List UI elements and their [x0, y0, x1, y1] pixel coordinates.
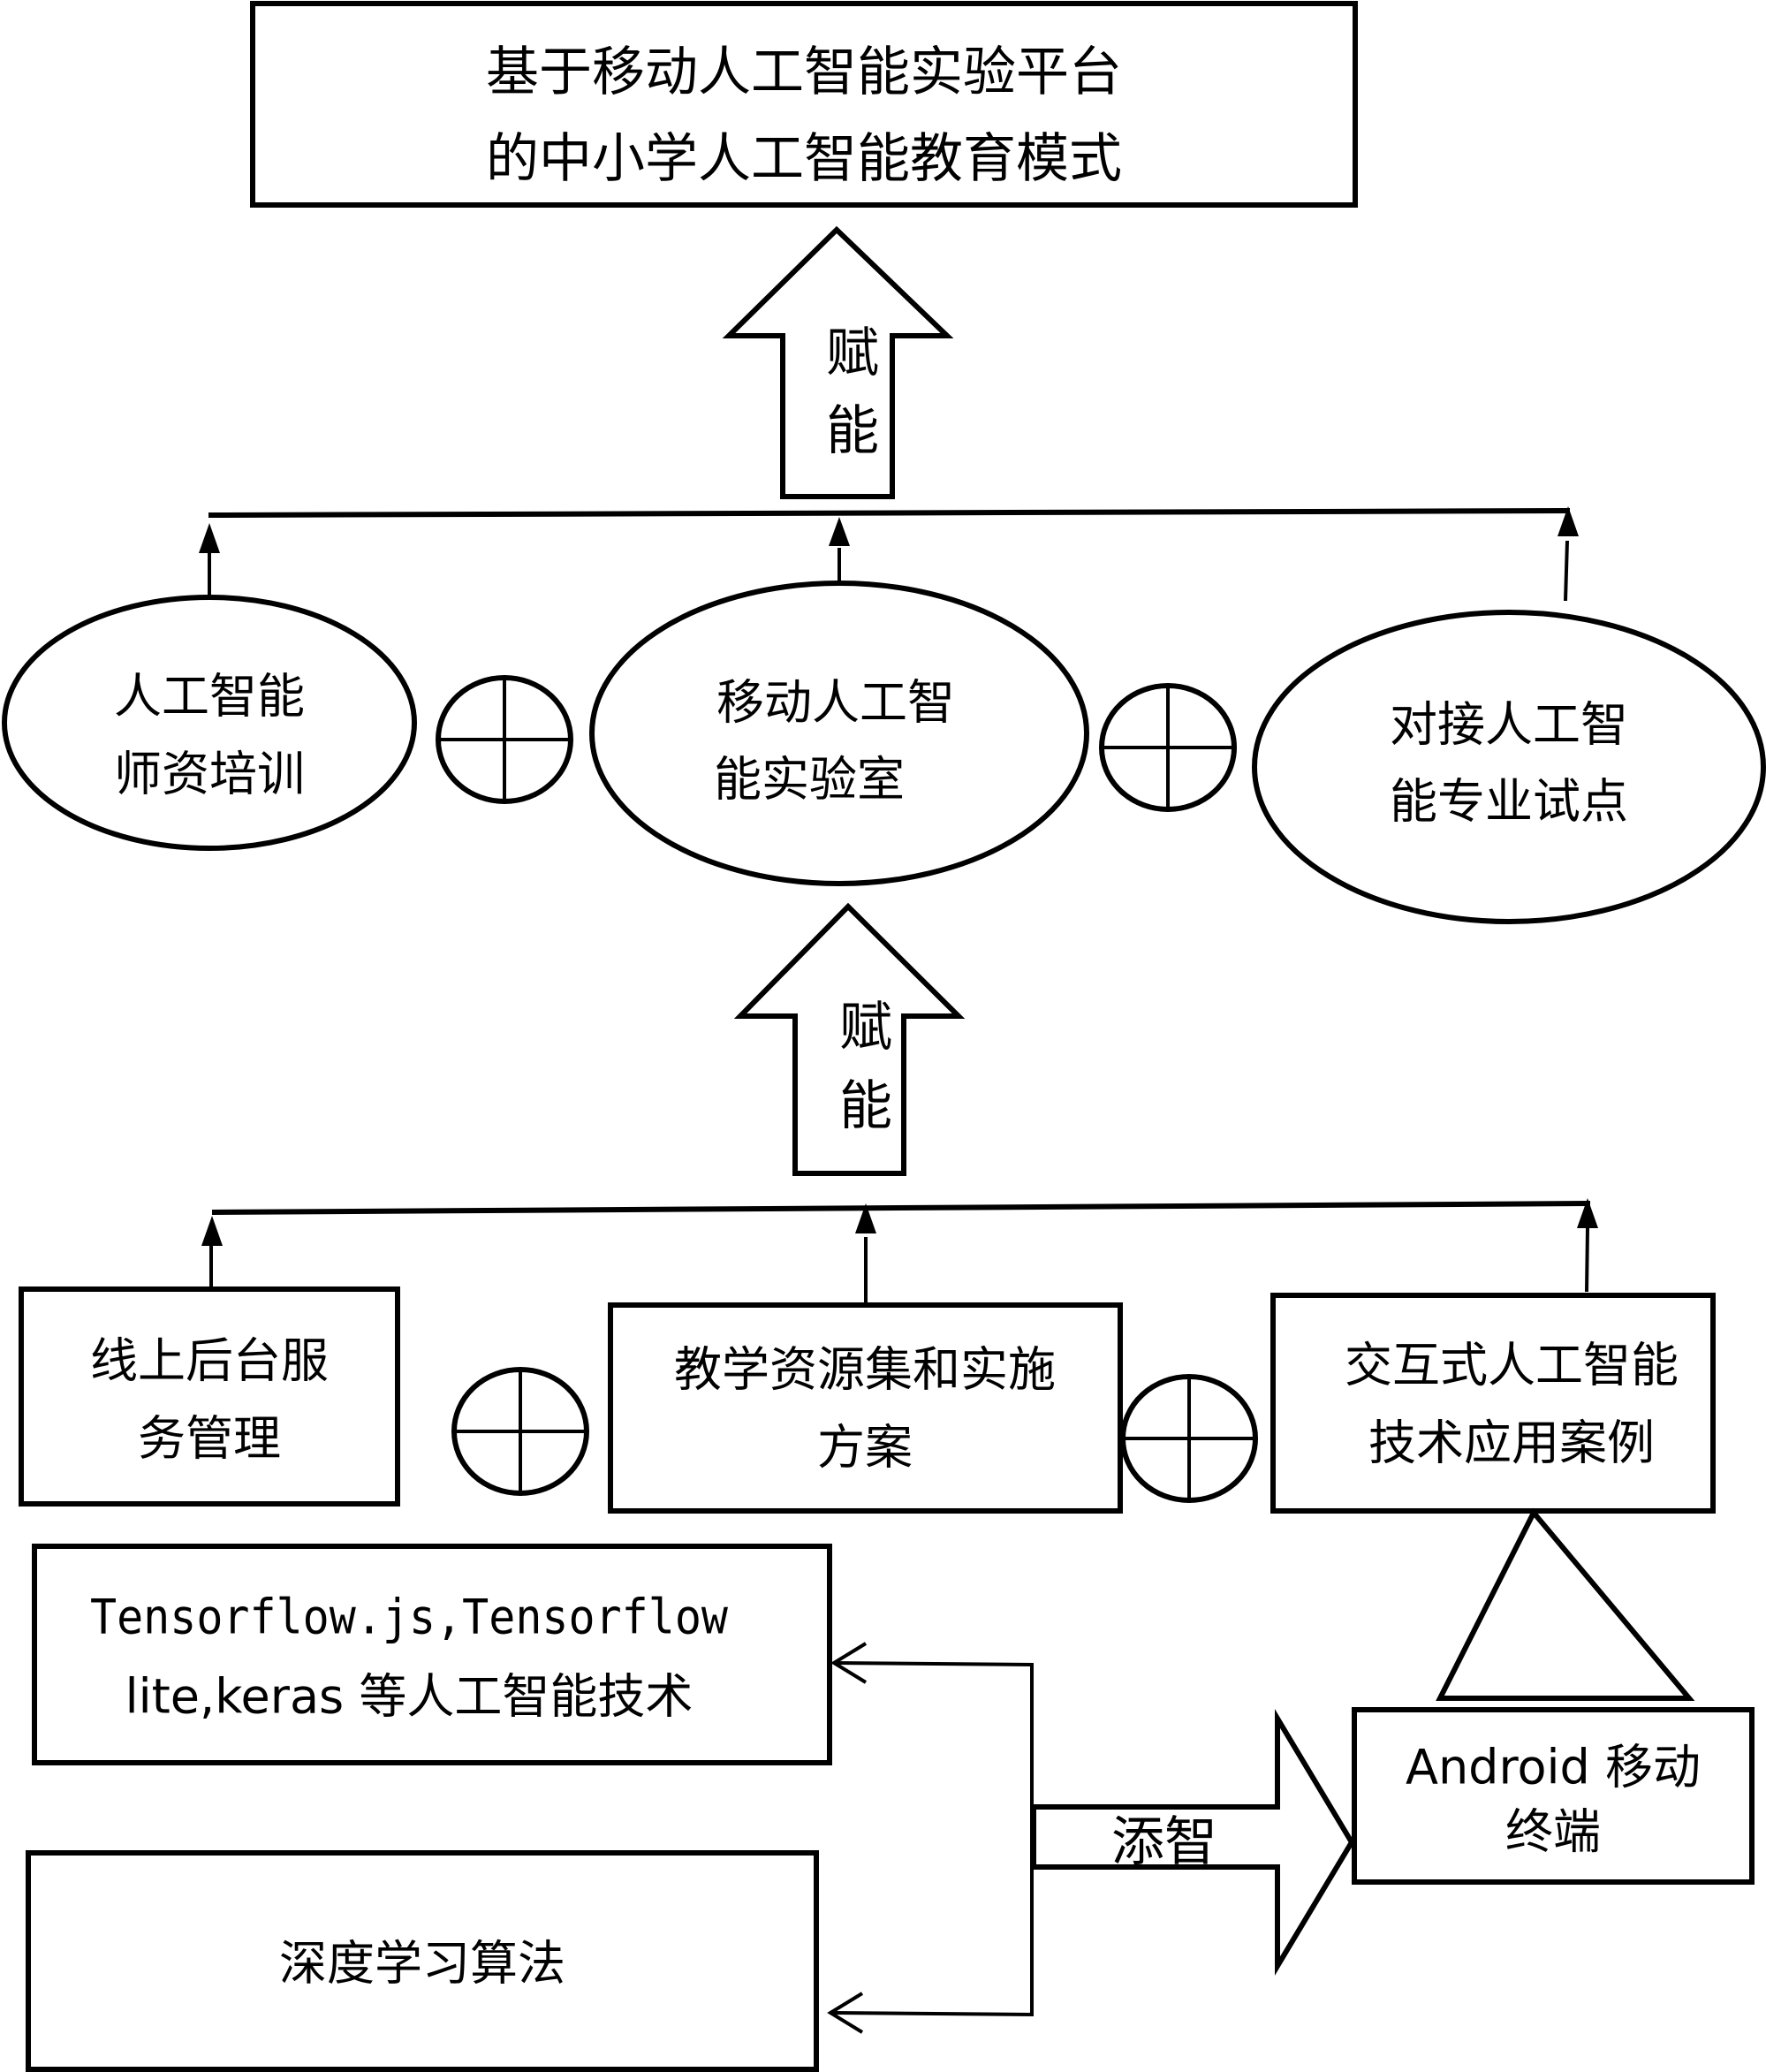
box-teaching-resources-line-2: 方案 — [817, 1420, 913, 1476]
box-android-device-line-1: Android 移动 — [1406, 1740, 1701, 1795]
add-intelligence-arrow-label: 添智 — [1111, 1811, 1217, 1873]
box-android-device-line-2: 终端 — [1505, 1804, 1601, 1860]
box-backend-service: 线上后台服 务管理 — [19, 1286, 400, 1507]
box-interactive-ai-cases-line-1: 交互式人工智能 — [1345, 1338, 1679, 1393]
box-ai-technologies: Tensorflow.js,Tensorflow lite,keras 等人工智… — [32, 1544, 832, 1765]
ellipse-ai-major-pilot-line-1: 对接人工智 — [1390, 697, 1628, 753]
arrow-up-icon — [855, 1203, 876, 1233]
box-ai-technologies-line-1: Tensorflow.js,Tensorflow — [90, 1590, 728, 1645]
box-android-device: Android 移动 终端 — [1352, 1707, 1755, 1885]
arrow-up-icon — [1577, 1198, 1598, 1228]
lower-connector — [201, 1198, 1598, 1303]
title-line-1: 基于移动人工智能实验平台 — [486, 42, 1122, 103]
circled-plus-icon — [436, 675, 573, 804]
empower-arrow-middle: 赋 能 — [733, 902, 966, 1176]
empower-arrow-top: 赋 能 — [722, 225, 954, 499]
empower-arrow-top-char-1: 赋 — [826, 323, 879, 384]
circled-plus-icon — [1099, 683, 1237, 812]
arrow-left-icon — [827, 1992, 864, 2034]
arrow-up-icon — [199, 523, 220, 553]
upper-connector — [199, 506, 1579, 602]
ellipse-mobile-ai-lab-line-2: 能实验室 — [714, 752, 905, 808]
box-teaching-resources: 教学资源集和实施 方案 — [608, 1302, 1123, 1514]
triangle-support-icon — [1436, 1507, 1695, 1701]
box-interactive-ai-cases: 交互式人工智能 技术应用案例 — [1270, 1293, 1716, 1514]
add-intelligence-arrow: 添智 — [1031, 1709, 1355, 1976]
ellipse-mobile-ai-lab: 移动人工智 能实验室 — [589, 581, 1089, 886]
title-line-2: 的中小学人工智能教育模式 — [486, 128, 1122, 190]
box-interactive-ai-cases-line-2: 技术应用案例 — [1368, 1415, 1655, 1471]
arrow-up-icon — [1558, 506, 1579, 536]
empower-arrow-middle-char-1: 赋 — [839, 997, 892, 1059]
bracket-connector — [827, 1642, 1034, 2034]
ellipse-mobile-ai-lab-line-1: 移动人工智 — [716, 675, 955, 731]
arrow-up-icon — [201, 1216, 223, 1246]
empower-arrow-middle-char-2: 能 — [839, 1075, 892, 1137]
circled-plus-icon — [1120, 1374, 1258, 1503]
empower-arrow-top-char-2: 能 — [826, 400, 879, 462]
ellipse-ai-major-pilot-line-2: 能专业试点 — [1390, 774, 1628, 830]
box-ai-technologies-line-2: lite,keras 等人工智能技术 — [125, 1669, 694, 1725]
box-teaching-resources-line-1: 教学资源集和实施 — [674, 1342, 1056, 1398]
circled-plus-icon — [451, 1367, 589, 1496]
title-box: 基于移动人工智能实验平台 的中小学人工智能教育模式 — [250, 1, 1358, 208]
ellipse-ai-major-pilot: 对接人工智 能专业试点 — [1252, 610, 1766, 924]
box-backend-service-line-1: 线上后台服 — [90, 1333, 329, 1389]
ellipse-teacher-training-line-2: 师资培训 — [114, 747, 305, 802]
arrow-left-icon — [830, 1642, 868, 1684]
ellipse-teacher-training-line-1: 人工智能 — [114, 669, 305, 725]
ellipse-teacher-training: 人工智能 师资培训 — [2, 595, 417, 851]
box-deep-learning-line-1: 深度学习算法 — [279, 1936, 565, 1992]
box-deep-learning: 深度学习算法 — [26, 1850, 819, 2072]
box-backend-service-line-2: 务管理 — [138, 1411, 281, 1467]
arrow-up-icon — [829, 517, 850, 546]
